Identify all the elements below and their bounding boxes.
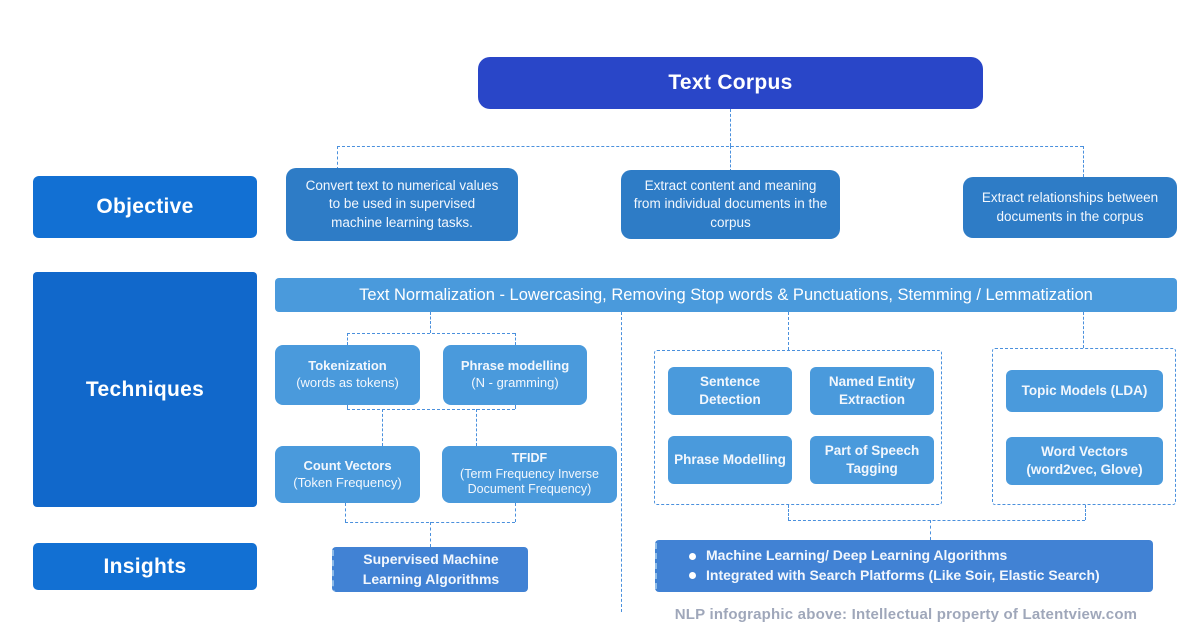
technique-box-topic-models: Topic Models (LDA) <box>1006 370 1163 412</box>
connector-line <box>1083 146 1084 177</box>
technique-box-tfidf: TFIDF (Term Frequency Inverse Document F… <box>442 446 617 503</box>
group-outline-document-techniques <box>654 350 942 505</box>
bullet-text: Machine Learning/ Deep Learning Algorith… <box>706 547 1008 564</box>
connector-line <box>347 333 515 334</box>
connector-line <box>347 405 348 409</box>
connector-line <box>730 109 731 146</box>
bullet-dot-icon <box>689 552 696 560</box>
technique-title: Tokenization <box>308 358 387 374</box>
technique-box-word-vectors: Word Vectors (word2vec, Glove) <box>1006 437 1163 485</box>
connector-line <box>930 520 931 540</box>
connector-line <box>382 409 383 446</box>
group-outline-corpus-techniques <box>992 348 1176 505</box>
technique-title: TFIDF <box>511 451 548 466</box>
technique-box-named-entity-extraction: Named Entity Extraction <box>810 367 934 415</box>
objective-box-content-meaning: Extract content and meaning from individ… <box>621 170 840 239</box>
technique-box-sentence-detection: Sentence Detection <box>668 367 792 415</box>
technique-title: Phrase modelling <box>460 358 570 374</box>
connector-line <box>430 312 431 333</box>
technique-subtitle: (words as tokens) <box>296 375 399 390</box>
connector-line <box>347 333 348 345</box>
objective-box-relationships: Extract relationships between documents … <box>963 177 1177 238</box>
row-label-objective: Objective <box>33 176 257 238</box>
connector-line <box>788 520 1085 521</box>
connector-line <box>347 409 515 410</box>
connector-line <box>430 522 431 547</box>
connector-line <box>621 312 622 612</box>
connector-line <box>345 503 346 522</box>
technique-box-pos-tagging: Part of Speech Tagging <box>810 436 934 484</box>
connector-line <box>788 312 789 350</box>
technique-subtitle: (Token Frequency) <box>293 474 402 490</box>
row-label-techniques: Techniques <box>33 272 257 507</box>
technique-box-count-vectors: Count Vectors (Token Frequency) <box>275 446 420 503</box>
bullet-text: Integrated with Search Platforms (Like S… <box>706 567 1100 583</box>
connector-line <box>1083 312 1084 348</box>
connector-line <box>337 146 1083 147</box>
technique-subtitle: (N - gramming) <box>471 375 559 390</box>
watermark-text: NLP infographic above: Intellectual prop… <box>674 606 1138 623</box>
text-corpus-node: Text Corpus <box>478 57 983 109</box>
bullet-item: Integrated with Search Platforms (Like S… <box>689 566 1100 586</box>
technique-box-phrase-modelling: Phrase modelling (N - gramming) <box>443 345 587 405</box>
technique-box-phrase-modelling-2: Phrase Modelling <box>668 436 792 484</box>
connector-line <box>515 405 516 409</box>
objective-box-numerical: Convert text to numerical values to be u… <box>286 168 518 241</box>
connector-line <box>788 505 789 520</box>
insight-box-algorithms: Machine Learning/ Deep Learning Algorith… <box>655 540 1153 592</box>
text-normalization-banner: Text Normalization - Lowercasing, Removi… <box>275 278 1177 312</box>
connector-line <box>515 503 516 522</box>
connector-line <box>515 333 516 345</box>
row-label-insights: Insights <box>33 543 257 590</box>
connector-line <box>476 409 477 446</box>
bullet-item: Machine Learning/ Deep Learning Algorith… <box>689 546 1007 566</box>
technique-box-tokenization: Tokenization (words as tokens) <box>275 345 420 405</box>
connector-line <box>730 146 731 172</box>
connector-line <box>1085 505 1086 520</box>
bullet-dot-icon <box>689 572 696 580</box>
technique-title: Count Vectors <box>303 457 392 473</box>
technique-subtitle: (Term Frequency Inverse Document Frequen… <box>460 466 599 497</box>
connector-line <box>337 146 338 170</box>
insight-box-supervised-ml: Supervised Machine Learning Algorithms <box>332 547 528 592</box>
